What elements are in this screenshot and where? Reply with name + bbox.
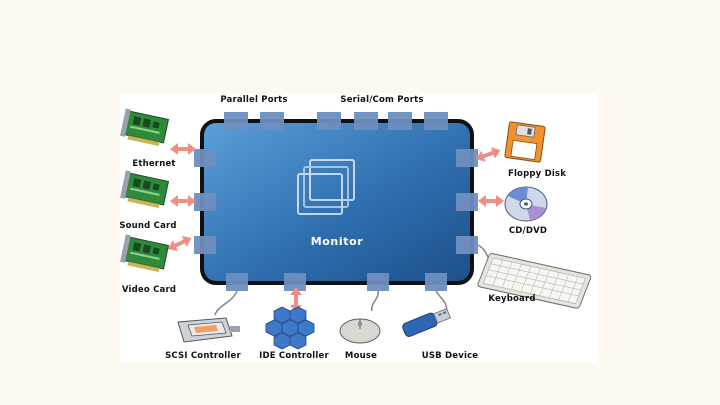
parallel-port — [260, 112, 284, 130]
usb-device-icon — [402, 308, 452, 337]
arrow-video-card — [168, 235, 192, 252]
label-mouse: Mouse — [344, 351, 378, 361]
monitor-body — [200, 119, 474, 285]
label-floppy-disk: Floppy Disk — [507, 169, 567, 179]
arrow-ethernet — [170, 143, 196, 155]
bottom-port — [284, 273, 306, 291]
arrow-sound-card — [170, 195, 196, 207]
left-port — [194, 193, 216, 211]
peripheral-diagram — [120, 107, 592, 350]
label-video-card: Video Card — [121, 285, 177, 295]
windows-logo-icon — [297, 159, 355, 215]
label-sound-card: Sound Card — [119, 221, 177, 231]
keyboard-icon — [477, 253, 592, 309]
label-parallel-ports: Parallel Ports — [220, 95, 288, 105]
bottom-port — [367, 273, 389, 291]
serial-port — [317, 112, 341, 130]
left-port — [194, 236, 216, 254]
serial-port — [388, 112, 412, 130]
parallel-port — [224, 112, 248, 130]
right-port — [456, 149, 478, 167]
cd-dvd-icon — [504, 186, 548, 222]
left-port — [194, 149, 216, 167]
label-ethernet: Ethernet — [132, 159, 176, 169]
mouse-icon — [339, 318, 381, 344]
arrow-cd-dvd — [478, 195, 504, 207]
diagram-panel: Parallel Ports Serial/Com Ports Ethernet… — [119, 93, 598, 363]
floppy-disk-icon — [504, 121, 546, 163]
bottom-port — [425, 273, 447, 291]
right-port — [456, 193, 478, 211]
label-scsi-controller: SCSI Controller — [165, 351, 241, 361]
arrow-floppy — [476, 147, 501, 162]
label-serial-com-ports: Serial/Com Ports — [340, 95, 424, 105]
sound-card-icon — [120, 169, 170, 210]
ide-controller-icon — [265, 306, 315, 350]
label-monitor: Monitor — [310, 235, 364, 248]
serial-port — [354, 112, 378, 130]
label-usb-device: USB Device — [421, 351, 479, 361]
video-card-icon — [120, 233, 170, 274]
serial-port — [424, 112, 448, 130]
bottom-port — [226, 273, 248, 291]
label-keyboard: Keyboard — [488, 294, 536, 304]
label-cd-dvd: CD/DVD — [508, 226, 548, 236]
scsi-controller-icon — [177, 317, 240, 343]
ethernet-card-icon — [120, 107, 170, 148]
right-port — [456, 236, 478, 254]
label-ide-controller: IDE Controller — [259, 351, 329, 361]
ports — [194, 112, 478, 291]
